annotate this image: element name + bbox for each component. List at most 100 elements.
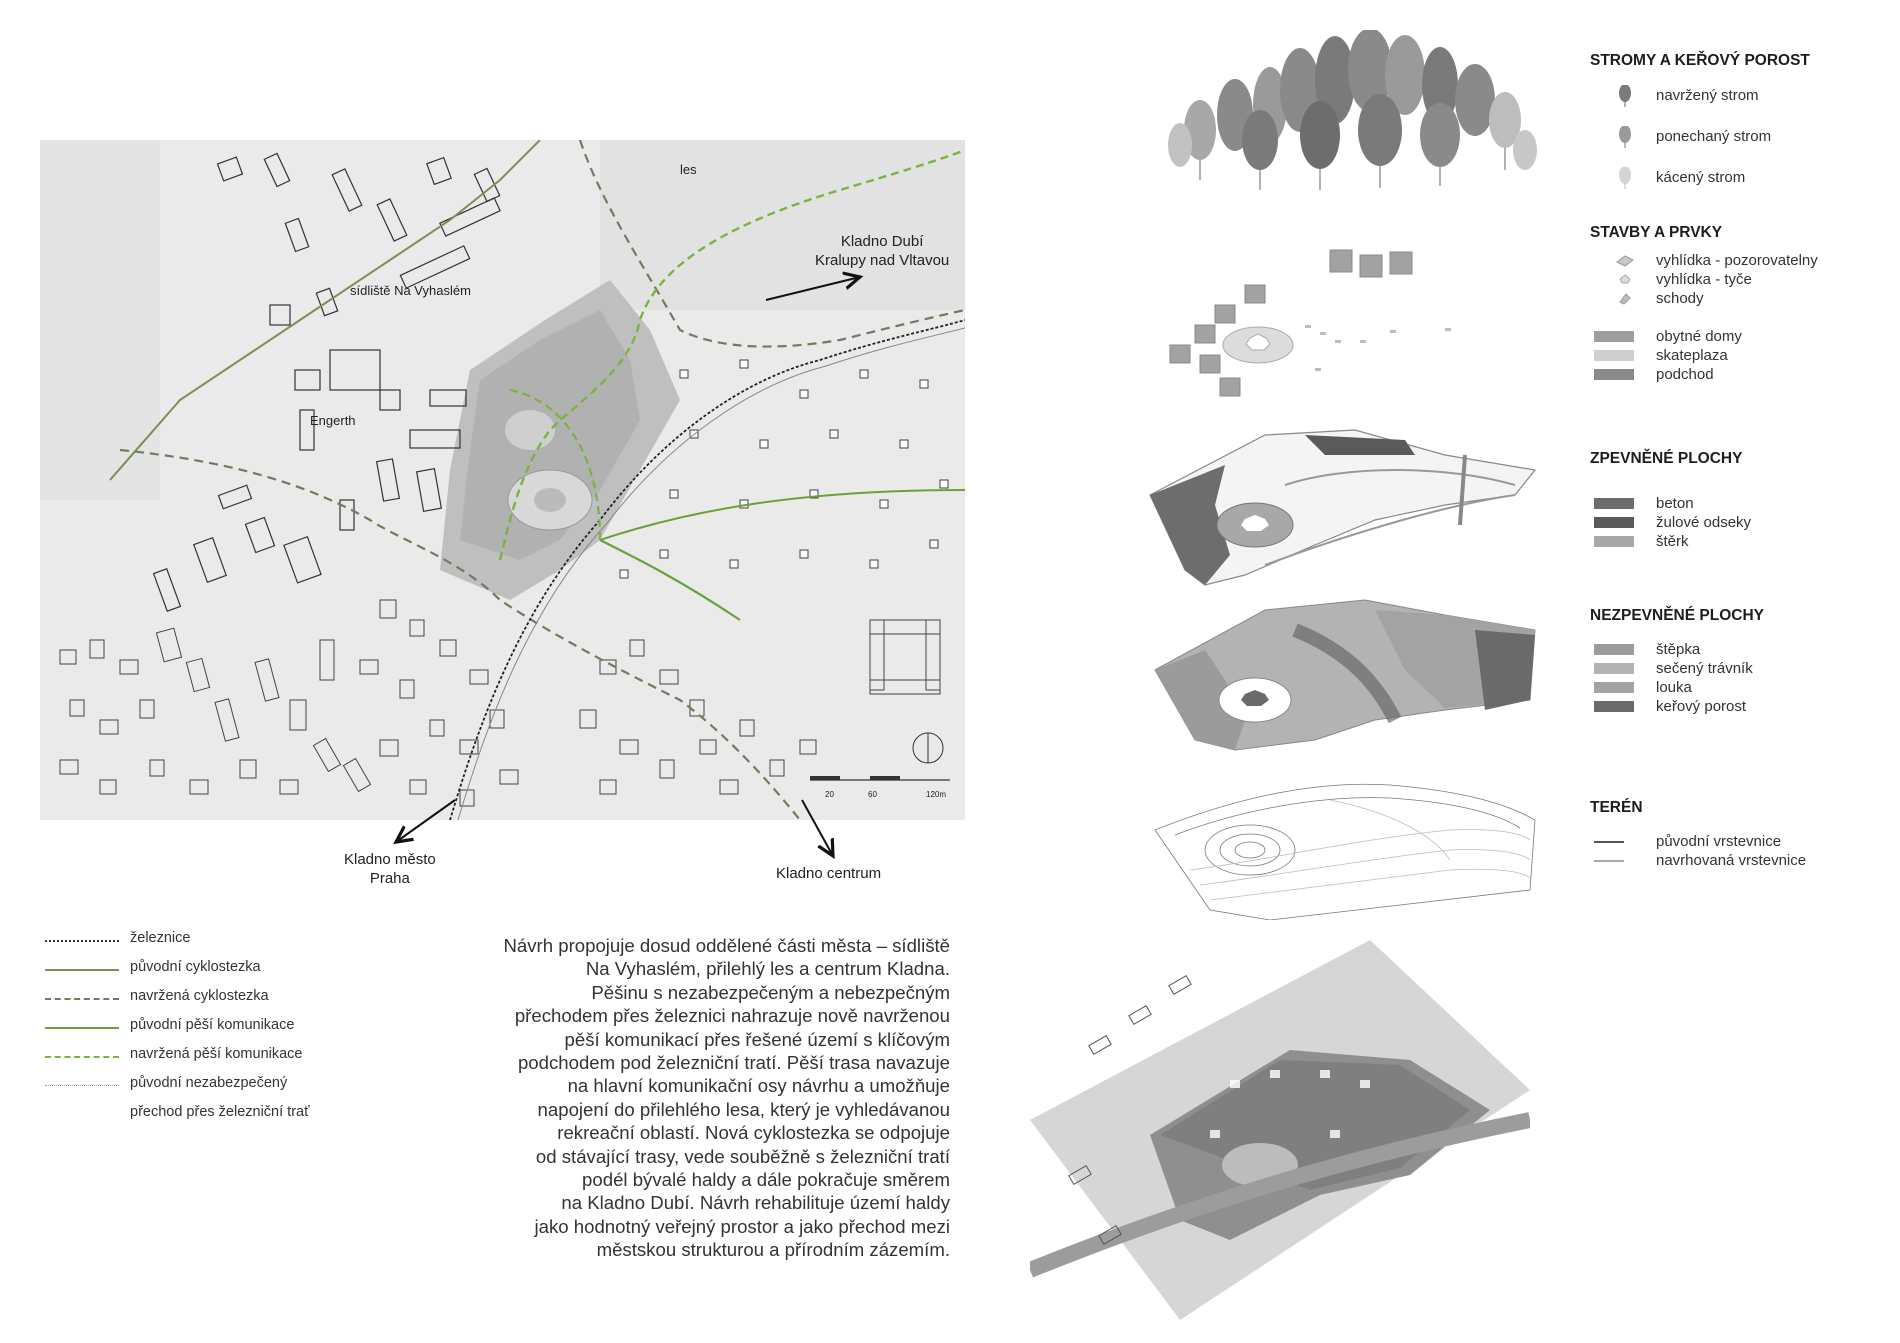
desc-line: podél bývalé haldy a dále pokračuje směr… bbox=[582, 1169, 950, 1191]
original-cycle-path bbox=[109, 140, 541, 481]
legend-label: kácený strom bbox=[1656, 169, 1746, 186]
tree-icon bbox=[1619, 167, 1631, 189]
scale-tick: 120m bbox=[926, 790, 947, 799]
legend-railway: železnice bbox=[45, 930, 405, 959]
granite-swatch bbox=[1594, 517, 1634, 528]
direction-dubi-line2: Kralupy nad Vltavou bbox=[815, 252, 950, 269]
original-walkway bbox=[599, 539, 741, 621]
proposed-walkway bbox=[498, 148, 965, 561]
direction-mesto: Kladno město Praha bbox=[344, 850, 436, 888]
legend-item-kept-tree: ponechaný strom bbox=[1594, 126, 1894, 148]
legend-label: ponechaný strom bbox=[1656, 128, 1772, 145]
legend-label: přechod přes železniční trať bbox=[130, 1104, 310, 1120]
legend-original-walkway: původní pěší komunikace bbox=[45, 1017, 405, 1046]
desc-line: Návrh propojuje dosud oddělené části měs… bbox=[503, 935, 950, 956]
platform-icon bbox=[1616, 255, 1634, 267]
legend-item-housing: obytné domy bbox=[1594, 328, 1894, 346]
legend-item-gravel: štěrk bbox=[1594, 533, 1894, 551]
desc-line: městskou strukturou a přírodním zázemím. bbox=[596, 1239, 950, 1261]
legend-unsecured-crossing-cont: přechod přes železniční trať bbox=[45, 1104, 405, 1133]
desc-line: napojení do přilehlého lesa, který je vy… bbox=[537, 1098, 950, 1120]
legend-label: vyhlídka - pozorovatelny bbox=[1656, 252, 1818, 269]
legend-unsecured-crossing: původní nezabezpečený bbox=[45, 1075, 405, 1104]
direction-arrows bbox=[0, 0, 1000, 900]
legend-label: podchod bbox=[1656, 366, 1714, 383]
direction-centrum: Kladno centrum bbox=[776, 865, 882, 882]
axo-trees-layer bbox=[1168, 30, 1537, 190]
direction-mesto-line1: Kladno město bbox=[344, 851, 436, 868]
proposed-walkway-swatch bbox=[45, 1056, 119, 1058]
legend-label: obytné domy bbox=[1656, 328, 1742, 345]
poles-icon bbox=[1619, 274, 1631, 284]
axo-terrain-layer bbox=[1154, 783, 1536, 920]
map-label-engerth: Engerth bbox=[310, 413, 356, 428]
axo-aerial-base bbox=[1030, 940, 1530, 1320]
legend-item-lawn: sečený trávník bbox=[1594, 660, 1894, 678]
desc-line: Pěšinu s nezabezpečeným a nebezpečným bbox=[591, 981, 950, 1003]
legend-label: sečený trávník bbox=[1656, 660, 1753, 677]
axo-unpaved-layer bbox=[1154, 599, 1536, 751]
legend-item-concrete: beton bbox=[1594, 495, 1894, 513]
map-label-sidliste: sídliště Na Vyhaslém bbox=[350, 283, 471, 298]
arrow-to-centrum bbox=[801, 799, 833, 856]
desc-line: jako hodnotný veřejný prostor a jako pře… bbox=[534, 1215, 951, 1237]
scale-tick: 60 bbox=[868, 790, 877, 799]
desc-line: Na Vyhaslém, přilehlý les a centrum Klad… bbox=[585, 958, 950, 980]
underpass-swatch bbox=[1594, 369, 1634, 380]
legend-item-shrubs: keřový porost bbox=[1594, 698, 1894, 716]
legend-label: navržená cyklostezka bbox=[130, 988, 269, 1004]
legend-heading-paved: ZPEVNĚNÉ PLOCHY bbox=[1590, 450, 1743, 467]
housing-swatch bbox=[1594, 331, 1634, 342]
line-legend: železnice původní cyklostezka navržená c… bbox=[45, 930, 405, 1133]
arrow-to-dubi bbox=[765, 277, 860, 301]
legend-item-original-contour: původní vrstevnice bbox=[1594, 833, 1894, 851]
legend-heading-structures: STAVBY A PRVKY bbox=[1590, 224, 1723, 241]
houses-east bbox=[619, 359, 949, 579]
legend-label: štěrk bbox=[1656, 533, 1689, 550]
desc-line: na hlavní komunikační osy návrhu a umožň… bbox=[567, 1075, 950, 1097]
project-description: Návrh propojuje dosud oddělené části měs… bbox=[458, 934, 950, 1262]
arrow-to-mesto bbox=[396, 799, 456, 842]
legend-item-underpass: podchod bbox=[1594, 366, 1894, 384]
legend-item-meadow: louka bbox=[1594, 679, 1894, 697]
shrubs-swatch bbox=[1594, 701, 1634, 712]
houses-southeast bbox=[579, 619, 941, 795]
desc-line: podchodem pod železniční tratí. Pěší tra… bbox=[517, 1052, 950, 1074]
stairs-icon bbox=[1619, 293, 1631, 305]
houses-southwest bbox=[59, 599, 519, 807]
legend-heading-unpaved: NEZPEVNĚNÉ PLOCHY bbox=[1590, 607, 1764, 624]
legend-item-proposed-contour: navrhovaná vrstevnice bbox=[1594, 852, 1894, 870]
skateplaza-swatch bbox=[1594, 350, 1634, 361]
scale-tick: 20 bbox=[825, 790, 834, 799]
desc-line: přechodem přes železnici nahrazuje nově … bbox=[514, 1005, 950, 1027]
direction-dubi-line1: Kladno Dubí bbox=[840, 233, 924, 250]
legend-item-poles: vyhlídka - tyče bbox=[1594, 271, 1894, 289]
tree-icon bbox=[1619, 85, 1631, 107]
map-drawing bbox=[40, 140, 965, 820]
proposed-cycle-path bbox=[119, 448, 801, 820]
legend-label: žulové odseky bbox=[1656, 514, 1752, 531]
legend-label: železnice bbox=[130, 930, 191, 946]
concrete-swatch bbox=[1594, 498, 1634, 509]
original-cycle-swatch bbox=[45, 969, 119, 971]
legend-label: navržený strom bbox=[1656, 87, 1759, 104]
legend-label: keřový porost bbox=[1656, 698, 1747, 715]
scale-bar bbox=[810, 776, 950, 781]
legend-item-platform: vyhlídka - pozorovatelny bbox=[1594, 252, 1894, 270]
map-label-les: les bbox=[680, 162, 697, 177]
lawn-swatch bbox=[1594, 663, 1634, 674]
legend-label: beton bbox=[1656, 495, 1694, 512]
meadow-swatch bbox=[1594, 682, 1634, 693]
desc-line: rekreační oblastí. Nová cyklostezka se o… bbox=[557, 1122, 950, 1144]
proposed-cycle-swatch bbox=[45, 998, 119, 1000]
legend-item-woodchips: štěpka bbox=[1594, 641, 1894, 659]
axo-structures-layer bbox=[1169, 249, 1451, 397]
legend-label: navrhovaná vrstevnice bbox=[1656, 852, 1807, 869]
legend-label: původní pěší komunikace bbox=[130, 1017, 295, 1033]
legend-label: původní cyklostezka bbox=[130, 959, 261, 975]
legend-item-granite: žulové odseky bbox=[1594, 514, 1894, 532]
legend-original-cycle: původní cyklostezka bbox=[45, 959, 405, 988]
legend-heading-terrain: TERÉN bbox=[1590, 799, 1643, 816]
unsecured-crossing-swatch bbox=[45, 1085, 119, 1086]
legend-proposed-cycle: navržená cyklostezka bbox=[45, 988, 405, 1017]
